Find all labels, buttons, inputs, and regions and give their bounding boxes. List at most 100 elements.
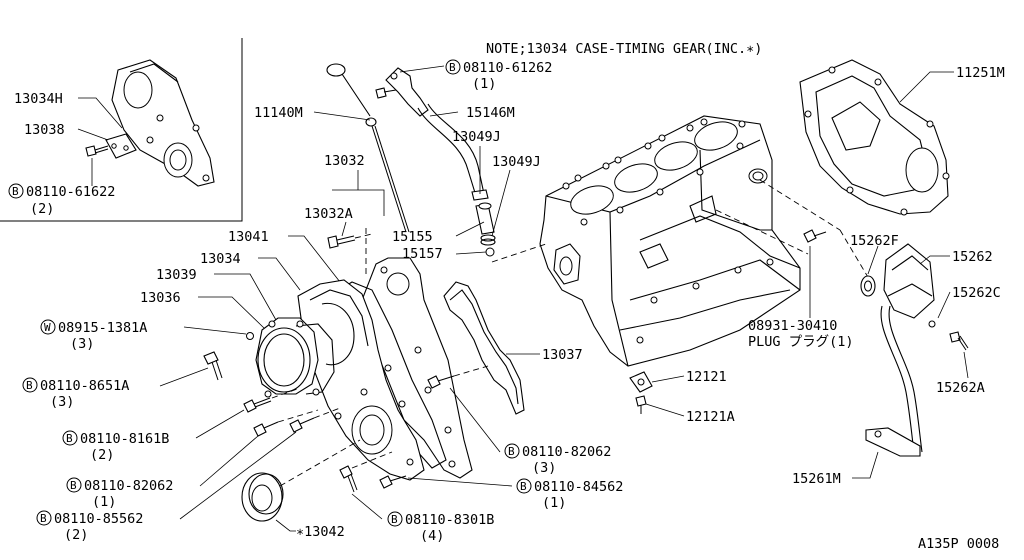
bolt-13032a xyxy=(327,235,356,249)
inset-bolt xyxy=(85,145,109,157)
figure-code: A135P 0008 xyxy=(918,536,999,552)
seal-15262f xyxy=(860,275,876,297)
badge-b-8161b: B xyxy=(62,430,78,446)
label-15262: 15262 xyxy=(952,249,993,265)
gasket-13037 xyxy=(443,281,525,415)
label-13032a: 13032A xyxy=(304,206,353,222)
label-08915-1381a: 08915-1381A xyxy=(58,320,147,336)
timing-cover xyxy=(297,279,425,481)
svg-text:B: B xyxy=(66,432,73,445)
hose-13049j xyxy=(475,202,495,235)
bolt-15262a xyxy=(949,331,969,351)
label-08110-61262-qty: (1) xyxy=(472,76,496,92)
label-08110-84562: 08110-84562 xyxy=(534,479,623,495)
label-08110-61622-qty: (2) xyxy=(30,201,54,217)
note-text: NOTE;13034 CASE-TIMING GEAR(INC.∗) xyxy=(486,41,762,57)
label-13042: ∗13042 xyxy=(296,524,345,540)
label-13034h: 13034H xyxy=(14,91,63,107)
bolt-82062-right xyxy=(427,375,455,389)
inset-plate xyxy=(105,133,137,159)
svg-text:B: B xyxy=(12,185,19,198)
label-08110-61262: 08110-61262 xyxy=(463,60,552,76)
label-15261m: 15261M xyxy=(792,471,841,487)
label-08110-82062-left-qty: (1) xyxy=(92,494,116,510)
svg-text:W: W xyxy=(44,321,51,334)
label-plug: PLUG プラグ(1) xyxy=(748,334,854,350)
label-15146m: 15146M xyxy=(466,105,515,121)
badge-w-1381a: W xyxy=(40,319,56,335)
label-08915-1381a-qty: (3) xyxy=(70,336,94,352)
bolt-8301b xyxy=(339,465,358,493)
badge-b-8301b: B xyxy=(387,511,403,527)
badge-b-82062-right: B xyxy=(504,443,520,459)
dipstick-guide-tube xyxy=(385,67,489,201)
label-08110-8301b-qty: (4) xyxy=(420,528,444,544)
bolt-61262 xyxy=(375,87,397,99)
bolt-8161b xyxy=(243,397,272,413)
badge-b-85562: B xyxy=(36,510,52,526)
svg-text:B: B xyxy=(391,513,398,526)
label-15155: 15155 xyxy=(392,229,433,245)
badge-b-61622: B xyxy=(8,183,24,199)
bolt-85562 xyxy=(289,417,315,433)
label-08931-30410: 08931-30410 xyxy=(748,318,837,334)
label-08110-8651a: 08110-8651A xyxy=(40,378,129,394)
badge-b-61262: B xyxy=(445,59,461,75)
dipstick xyxy=(326,63,410,233)
label-08110-8651a-qty: (3) xyxy=(50,394,74,410)
washer-15262c xyxy=(928,320,936,328)
inset-panel: 13034H 13038 B 08110-61622 (2) xyxy=(0,38,243,222)
label-13049j-b: 13049J xyxy=(492,154,541,170)
label-15262f: 15262F xyxy=(850,233,899,249)
bolt-82062-left xyxy=(253,421,279,437)
svg-text:B: B xyxy=(520,480,527,493)
label-08110-8161b: 08110-8161B xyxy=(80,431,169,447)
label-08110-61622: 08110-61622 xyxy=(26,184,115,200)
label-11251m: 11251M xyxy=(956,65,1005,81)
svg-text:B: B xyxy=(26,379,33,392)
label-11140m: 11140M xyxy=(254,105,303,121)
label-15262a: 15262A xyxy=(936,380,985,396)
plug-30410 xyxy=(803,229,827,243)
label-13041: 13041 xyxy=(228,229,269,245)
label-13034: 13034 xyxy=(200,251,241,267)
label-08110-84562-qty: (1) xyxy=(542,495,566,511)
cylinder-block xyxy=(539,115,801,367)
label-13038: 13038 xyxy=(24,122,65,138)
label-15157: 15157 xyxy=(402,246,443,262)
rear-end-plate xyxy=(799,59,950,216)
oil-pipe-15261m xyxy=(865,305,923,457)
svg-text:B: B xyxy=(70,479,77,492)
badge-b-8651a: B xyxy=(22,377,38,393)
label-08110-8161b-qty: (2) xyxy=(90,447,114,463)
label-12121: 12121 xyxy=(686,369,727,385)
label-08110-85562: 08110-85562 xyxy=(54,511,143,527)
label-13037: 13037 xyxy=(542,347,583,363)
grommet-15157 xyxy=(485,247,495,257)
svg-text:B: B xyxy=(40,512,47,525)
svg-text:B: B xyxy=(508,445,515,458)
label-13036: 13036 xyxy=(140,290,181,306)
rear-plate xyxy=(361,257,473,479)
svg-text:B: B xyxy=(449,61,456,74)
label-08110-8301b: 08110-8301B xyxy=(405,512,494,528)
label-12121a: 12121A xyxy=(686,409,735,425)
label-13039: 13039 xyxy=(156,267,197,283)
label-13049j-a: 13049J xyxy=(452,129,501,145)
label-08110-85562-qty: (2) xyxy=(64,527,88,543)
washer-1381a xyxy=(246,332,254,340)
bolt-84562 xyxy=(379,475,407,489)
label-08110-82062-right: 08110-82062 xyxy=(522,444,611,460)
oil-seal-13042 xyxy=(241,472,284,522)
bolt-12121a xyxy=(635,395,647,414)
label-13032: 13032 xyxy=(324,153,365,169)
strainer-15262 xyxy=(883,243,935,319)
label-08110-82062-left: 08110-82062 xyxy=(84,478,173,494)
bolt-8651a xyxy=(203,351,223,381)
badge-b-84562: B xyxy=(516,478,532,494)
part-12121 xyxy=(629,371,653,393)
clamp-13049j xyxy=(480,234,496,246)
label-15262c: 15262C xyxy=(952,285,1001,301)
oil-pump-housing xyxy=(255,317,335,398)
